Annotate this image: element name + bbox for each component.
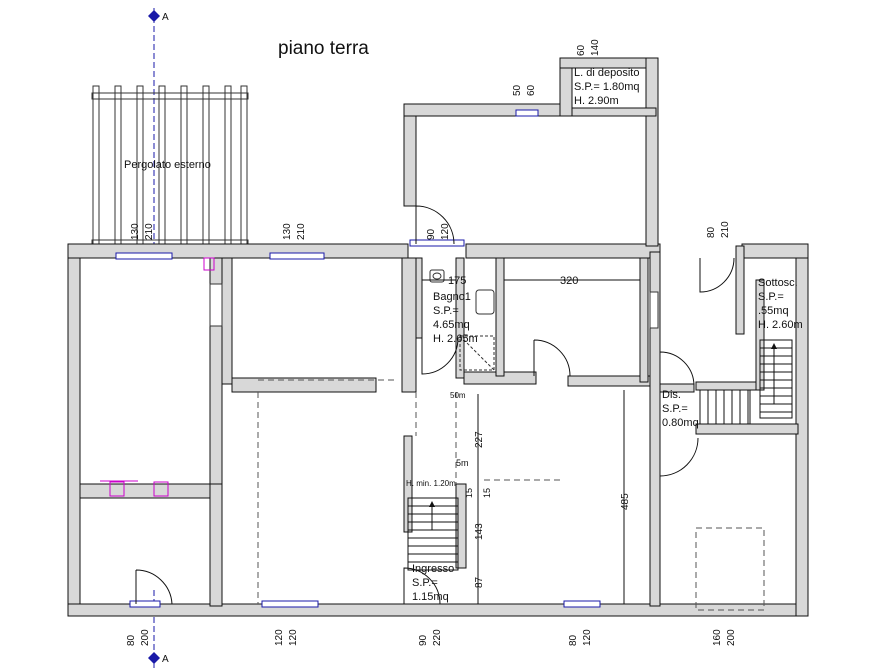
opening-door-top-height: 120 [440,223,451,240]
dim-485: 485 [620,493,631,510]
opening-door-top-width: 90 [426,228,437,240]
opening-deposito-top-width: 60 [576,44,587,56]
opening-bottom-door-width: 90 [418,634,429,646]
dim-h-min: H. min. 1.20m [406,479,456,488]
dim-15-a: 15 [464,488,474,498]
room-ingresso-label: Ingresso S.P.= 1.15mq [412,563,457,603]
door-swings [135,205,735,605]
dimension-annotations: 175 320 227 143 87 485 15 15 H. min. 1.2… [406,275,631,588]
windows [115,109,659,608]
dim-87: 87 [474,576,485,588]
opening-bottom-w1-height: 120 [288,629,299,646]
dim-room-width: 320 [560,275,578,287]
dim-227: 227 [474,431,485,448]
section-label-bottom: A [162,654,169,665]
room-sottoscala-label: Sottosc. S.P.= .55mq H. 2.60m [758,277,803,331]
opening-bottom-door-height: 220 [432,629,443,646]
opening-markers [100,257,215,497]
walls [67,57,809,617]
stairs [407,339,793,571]
opening-sottoscala-door-height: 210 [720,221,731,238]
pergola-post [224,85,232,253]
dashed-lines [257,379,765,611]
room-bagno-label: Bagno1 S.P.= 4.65mq H. 2.65m [433,291,478,345]
opening-bottom-w2-height: 120 [582,629,593,646]
dim-bagno-width: 175 [448,275,466,287]
opening-bottom-left-door-height: 200 [140,629,151,646]
pergola-post [92,85,100,253]
dimension-lines [422,279,640,604]
opening-bottom-door-right-width: 160 [712,629,723,646]
opening-bottom-w1-width: 120 [274,629,285,646]
opening-deposito-w-height: 60 [526,84,537,96]
dim-15-b: 15 [482,488,492,498]
opening-pergola-w2-height: 210 [296,223,307,240]
plan-title: piano terra [278,38,369,59]
dim-143: 143 [474,523,485,540]
pergola-label: Pergolato esterno [124,159,211,171]
opening-bottom-left-door-width: 80 [126,634,137,646]
room-labels: L. di deposito S.P.= 1.80mq H. 2.90m Bag… [412,67,803,603]
opening-deposito-w-width: 50 [512,84,523,96]
opening-pergola-w1-width: 130 [130,223,141,240]
room-disimpegno-label: Dis. S.P.= 0.80mq [662,389,699,429]
room-deposito-label: L. di deposito S.P.= 1.80mq H. 2.90m [574,67,643,107]
bathroom-fixtures [429,269,495,371]
section-label-top: A [162,12,169,23]
opening-sottoscala-door-width: 80 [706,226,717,238]
opening-bottom-door-right-height: 200 [726,629,737,646]
pergola-post [114,85,122,253]
pergola-post [240,85,248,253]
opening-pergola-w1-height: 210 [144,223,155,240]
opening-deposito-top-height: 140 [590,39,601,56]
dim-5m: 5m [456,458,469,468]
opening-bottom-w2-width: 80 [568,634,579,646]
dim-50m: 50m [450,391,466,400]
opening-pergola-w2-width: 130 [282,223,293,240]
